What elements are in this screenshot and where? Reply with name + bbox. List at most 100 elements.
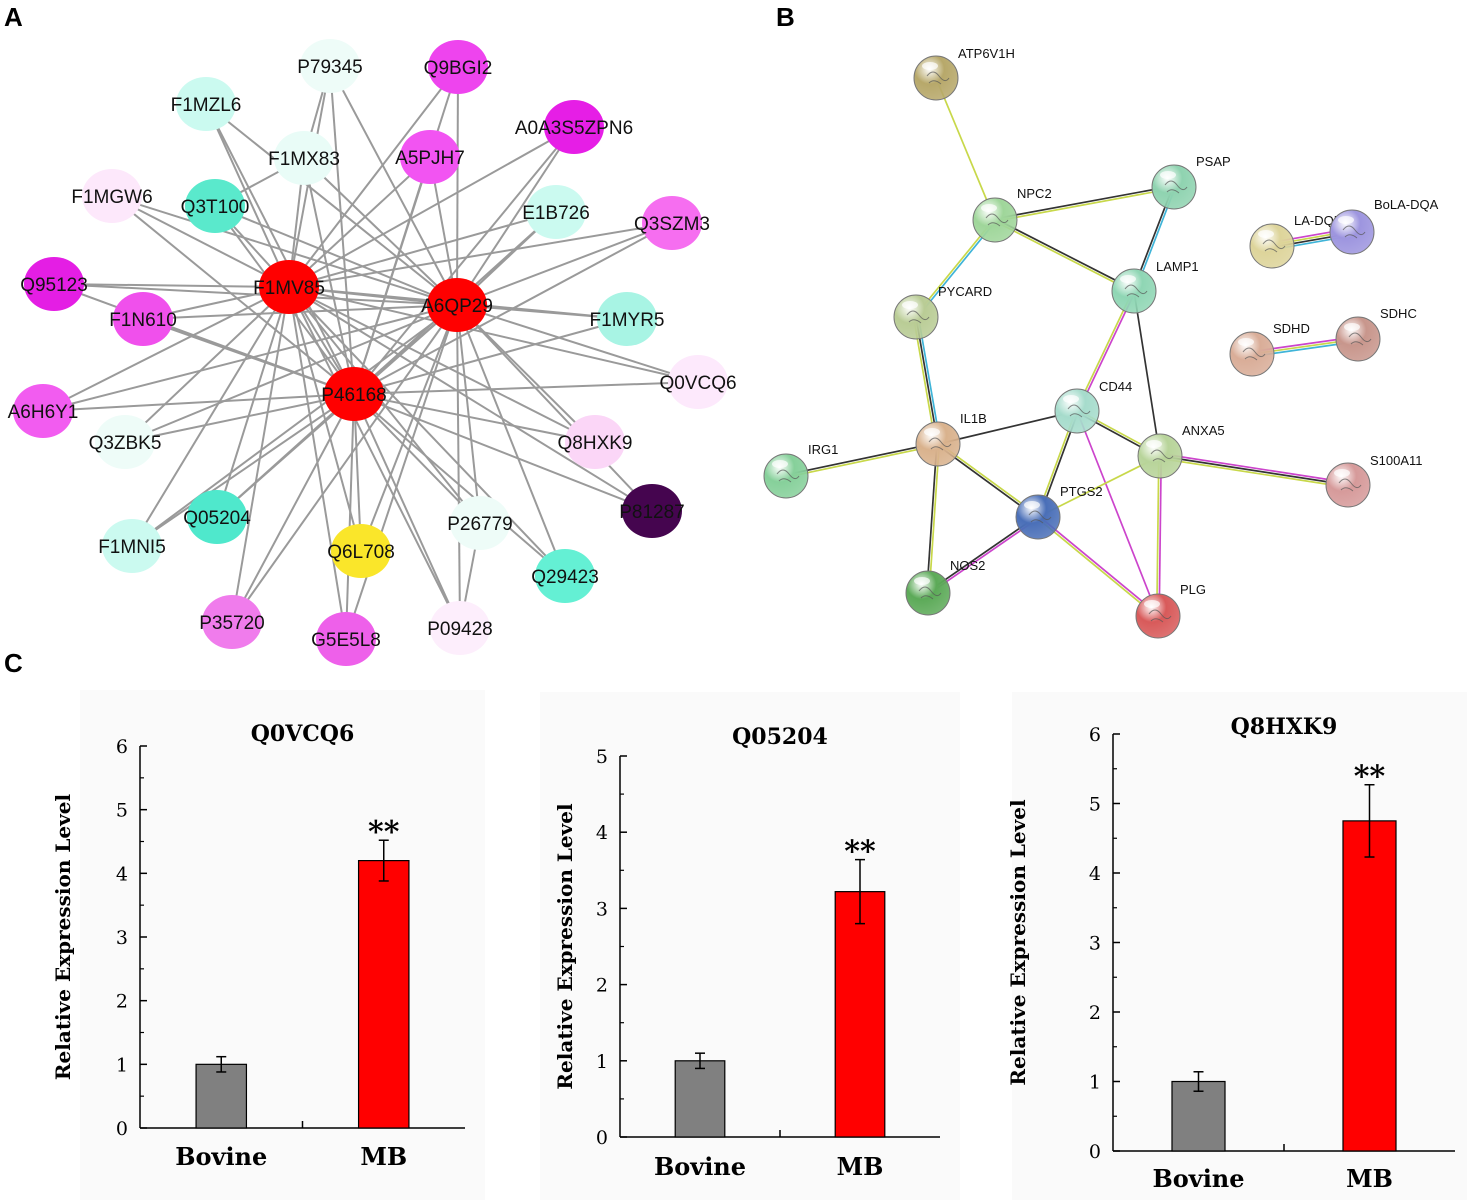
string-edge (935, 77, 996, 221)
network-edge (329, 65, 355, 395)
panel-label-a: A (4, 2, 23, 32)
node-circle (24, 257, 84, 311)
node-circle (185, 179, 245, 233)
node-circle (450, 496, 510, 550)
network-node: Q3T100 (181, 179, 249, 233)
protein-structure-icon (906, 310, 930, 324)
y-tick-label: 1 (116, 1054, 128, 1076)
network-node: Q6L708 (327, 524, 395, 578)
string-node: PYCARD (893, 284, 992, 340)
y-tick-label: 4 (116, 863, 128, 885)
network-node: F1N610 (109, 292, 177, 346)
string-edge (1038, 515, 1160, 616)
string-edge (785, 441, 938, 476)
string-node: SDHC (1335, 306, 1417, 362)
node-label: F1MGW6 (71, 187, 152, 208)
node-label: P79345 (297, 57, 363, 78)
network-edge (205, 103, 458, 306)
node-label: P26779 (447, 514, 513, 535)
network-edge (456, 126, 575, 306)
y-axis-title: Relative Expression Level (1006, 799, 1030, 1086)
node-label: Q8HXK9 (558, 433, 633, 454)
string-edge (1037, 455, 1161, 518)
network-edge (456, 66, 459, 306)
y-tick-label: 3 (116, 927, 128, 949)
protein-structure-icon (1124, 284, 1148, 298)
string-edge (995, 218, 1135, 291)
node-highlight (1063, 395, 1079, 403)
node-circle (668, 355, 728, 409)
network-node: F1MZL6 (171, 77, 241, 131)
string-node: PTGS2 (1015, 484, 1103, 540)
string-edge (995, 187, 1175, 223)
x-category-label: MB (360, 1142, 407, 1171)
network-edge (456, 304, 596, 443)
network-edge (205, 103, 290, 288)
node-label: E1B726 (522, 203, 590, 224)
network-node: Q95123 (20, 257, 88, 311)
node-label: PYCARD (938, 284, 992, 299)
network-edge (111, 195, 355, 395)
node-circle (400, 130, 460, 184)
x-category-label: Bovine (175, 1142, 267, 1171)
network-node: F1MGW6 (71, 169, 153, 223)
network-edge (456, 222, 673, 306)
y-tick-label: 0 (1089, 1141, 1101, 1163)
network-edge (456, 304, 566, 577)
network-edge (131, 304, 458, 547)
node-circle (259, 260, 319, 314)
node-label: F1MV85 (253, 278, 325, 299)
node-highlight (1338, 216, 1354, 224)
y-tick-label: 5 (1089, 794, 1101, 816)
string-edge (1155, 455, 1160, 616)
string-edge (928, 444, 941, 594)
y-tick-label: 1 (1089, 1072, 1101, 1094)
network-node: F1MV85 (253, 260, 325, 314)
string-node: PSAP (1151, 154, 1231, 210)
network-node: Q3SZM3 (634, 196, 710, 250)
protein-structure-icon (1338, 478, 1362, 492)
node-highlight (1238, 338, 1254, 346)
y-tick-label: 2 (1089, 1002, 1101, 1024)
node-label: CD44 (1099, 379, 1132, 394)
x-category-label: MB (837, 1152, 884, 1181)
node-label: LA-DQB (1294, 213, 1342, 228)
network-edge (456, 304, 653, 512)
network-edge (288, 286, 347, 640)
protein-structure-icon (1164, 180, 1188, 194)
node-circle (430, 601, 490, 655)
network-edge (131, 286, 290, 547)
y-tick-label: 6 (1089, 724, 1101, 746)
network-edge (288, 286, 596, 443)
network-edge (288, 286, 653, 512)
significance-marker: ** (368, 815, 400, 850)
network-edge (288, 126, 575, 288)
network-node: Q3ZBK5 (89, 415, 161, 469)
protein-structure-icon (1150, 449, 1174, 463)
y-tick-label: 5 (596, 746, 608, 768)
node-label: F1MYR5 (590, 310, 665, 331)
x-category-label: MB (1346, 1164, 1393, 1193)
node-circle (274, 131, 334, 185)
significance-marker: ** (844, 835, 876, 870)
y-axis-title: Relative Expression Level (51, 794, 75, 1081)
string-node: LA-DQB (1249, 213, 1342, 269)
network-node: F1MX83 (268, 131, 340, 185)
node-label: PLG (1180, 582, 1206, 597)
network-edge (124, 286, 290, 443)
node-circle (176, 77, 236, 131)
y-tick-label: 0 (116, 1118, 128, 1140)
network-node: Q8HXK9 (558, 415, 633, 469)
node-label: A6QP29 (421, 296, 493, 317)
network-edge (353, 393, 461, 629)
string-edge (1036, 517, 1158, 618)
network-edge (231, 393, 355, 623)
protein-structure-icon (776, 469, 800, 483)
node-highlight (1120, 275, 1136, 283)
node-label: ANXA5 (1182, 423, 1225, 438)
node-label: A6H6Y1 (8, 402, 79, 423)
node-circle (316, 612, 376, 666)
node-highlight (914, 577, 930, 585)
string-node: ATP6V1H (913, 46, 1015, 101)
